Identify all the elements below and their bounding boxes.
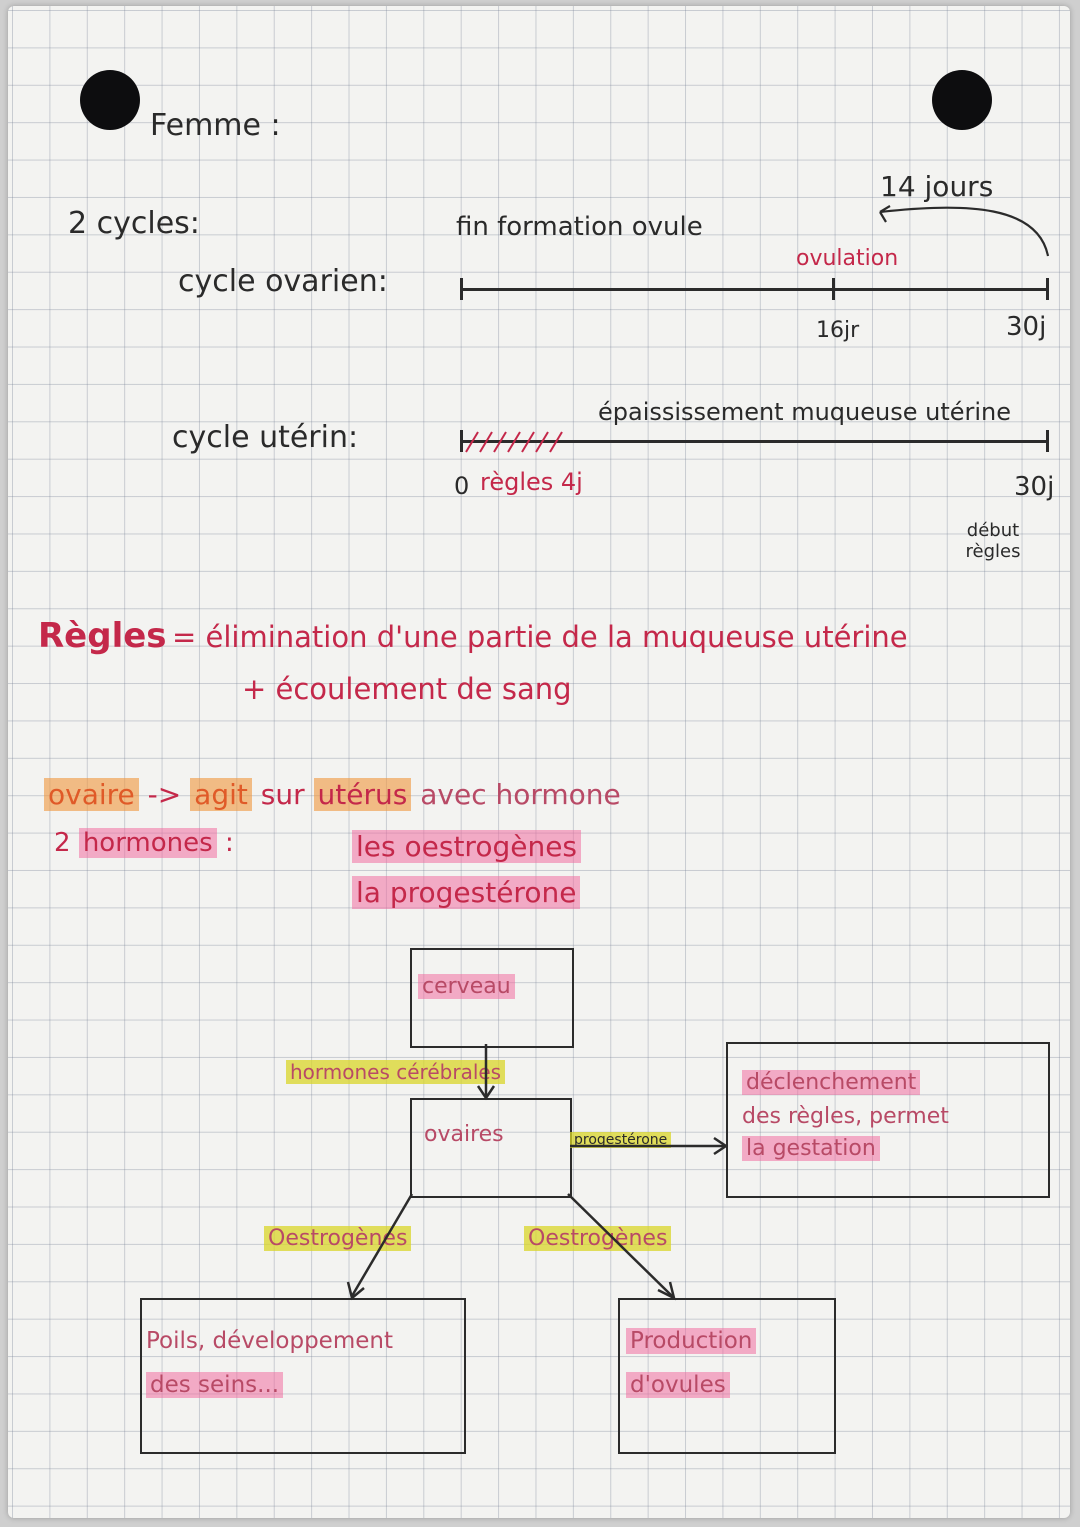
arrow-word: -> xyxy=(147,778,182,811)
regles-hatching xyxy=(465,431,563,453)
punch-hole-right xyxy=(932,70,992,130)
avec-hormone-word: avec hormone xyxy=(420,778,621,811)
oestrogenes-right-arrow xyxy=(567,1193,673,1297)
progesterone-arrow-label: progestérone xyxy=(570,1132,672,1148)
definition-line-1: = élimination d'une partie de la muqueus… xyxy=(172,620,908,654)
ovaires-box: ovaires xyxy=(410,1098,572,1198)
ovarian-timeline-end-tick xyxy=(1046,278,1049,300)
cerveau-label: cerveau xyxy=(418,974,515,999)
uterus-word: utérus xyxy=(313,778,412,811)
ovarian-timeline-start-tick xyxy=(460,278,463,300)
notebook-page: Femme : 2 cycles: cycle ovarien: fin for… xyxy=(8,6,1070,1518)
oestrogenes-right-label: Oestrogènes xyxy=(524,1226,672,1251)
ovulation-label: ovulation xyxy=(796,246,899,271)
hormones-sentence: ovaire -> agit sur utérus avec hormone xyxy=(44,778,621,811)
hormones-colon: : xyxy=(224,828,234,858)
ovarian-tick-mid-label: 16jr xyxy=(816,318,860,343)
effect-left-line-2: des seins... xyxy=(146,1372,284,1398)
uterine-start-label: 0 xyxy=(454,472,470,500)
hormones-count-line: 2 hormones : xyxy=(54,828,234,858)
effect-left-line-1: Poils, développement xyxy=(146,1328,393,1354)
hormones-count: 2 xyxy=(54,828,71,858)
days-arc-head xyxy=(879,205,891,223)
diagram-strokes xyxy=(346,205,1050,1301)
effect-right-line-2: des règles, permet xyxy=(742,1104,949,1129)
agit-word: agit xyxy=(190,778,252,811)
definition-term: Règles xyxy=(38,616,167,656)
ovarian-timeline-mid-tick xyxy=(832,278,835,300)
effect-left-box: Poils, développement des seins... xyxy=(140,1298,466,1454)
page-title: Femme : xyxy=(150,108,281,143)
ovaires-label: ovaires xyxy=(424,1122,504,1147)
uterine-cycle-timeline xyxy=(460,440,1048,443)
definition-line-2: + écoulement de sang xyxy=(242,672,572,706)
hormones-cerebrales-label: hormones cérébrales xyxy=(286,1060,506,1084)
uterine-end-note: début règles xyxy=(965,520,1021,562)
uterine-cycle-annotation: épaississement muqueuse utérine xyxy=(598,398,1012,426)
effect-right-box: déclenchement des règles, permet la gest… xyxy=(726,1042,1050,1198)
days-arc xyxy=(879,206,1050,257)
effect-br-line-2: d'ovules xyxy=(626,1372,730,1398)
hormone-progesterone: la progestérone xyxy=(352,876,581,909)
oestrogenes-left-arrow xyxy=(350,1193,414,1297)
sur-word: sur xyxy=(260,778,305,811)
uterine-cycle-label: cycle utérin: xyxy=(172,420,359,455)
ovarian-cycle-timeline xyxy=(460,288,1048,291)
ovarian-tick-end-label: 30j xyxy=(1006,312,1047,342)
days-before-end-label: 14 jours xyxy=(880,170,994,203)
hormones-word: hormones xyxy=(78,828,217,858)
punch-hole-left xyxy=(80,70,140,130)
ovarian-cycle-label: cycle ovarien: xyxy=(178,264,388,299)
hormone-oestrogenes: les oestrogènes xyxy=(352,830,582,863)
effect-br-line-1: Production xyxy=(626,1328,757,1354)
effect-right-line-1: déclenchement xyxy=(742,1070,921,1095)
cerveau-box: cerveau xyxy=(410,948,574,1048)
effect-bottom-right-box: Production d'ovules xyxy=(618,1298,836,1454)
cycles-intro: 2 cycles: xyxy=(68,206,200,241)
effect-right-line-3: la gestation xyxy=(742,1136,880,1161)
ovaire-word: ovaire xyxy=(44,778,139,811)
uterine-timeline-end-tick xyxy=(1046,430,1049,452)
uterine-tick-end-label: 30j xyxy=(1014,472,1055,502)
uterine-timeline-start-tick xyxy=(460,430,463,452)
regles-duration-label: règles 4j xyxy=(480,468,583,496)
ovarian-cycle-annotation: fin formation ovule xyxy=(456,212,703,242)
